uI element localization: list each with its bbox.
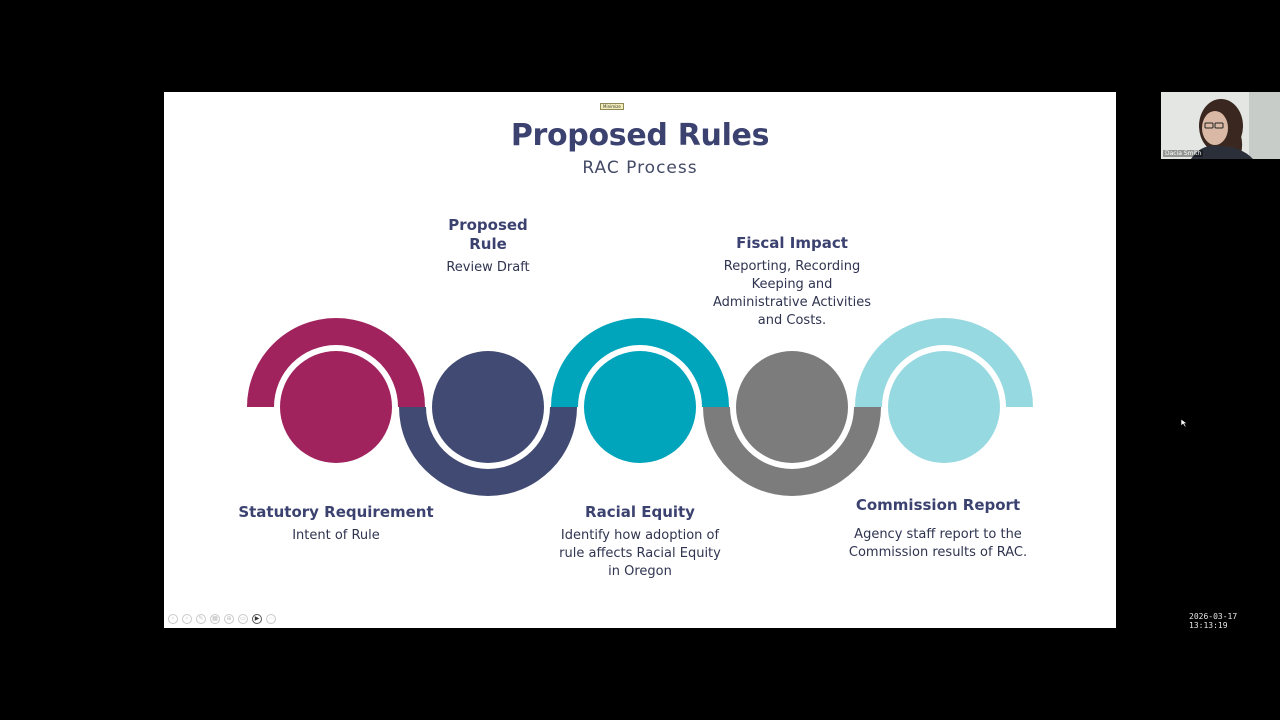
mouse-cursor-icon [1180,418,1188,428]
arc-fiscal-impact [703,407,881,496]
step-heading: Statutory Requirement [238,503,434,521]
slide-subtitle: RAC Process [582,158,698,178]
step-description: Reporting, Recording Keeping and Adminis… [712,259,872,328]
circle-statutory-requirement [280,351,392,463]
grid-icon[interactable]: ▦ [210,614,220,624]
subtitles-icon[interactable]: ▭ [238,614,248,624]
arc-racial-equity [551,318,729,407]
slide-title: Proposed Rules [510,118,770,153]
process-diagram [247,318,1033,496]
step-heading: Commission Report [855,496,1021,514]
timestamp: 2026-03-17 13:13:19 [1189,612,1238,630]
step-description: Identify how adoption of rule affects Ra… [559,528,721,579]
step-heading: Proposed Rule [448,216,528,253]
minimize-button[interactable]: Minimize [600,103,624,110]
arc-proposed-rule [399,407,577,496]
camera-icon[interactable]: ▶ [252,614,262,624]
more-icon[interactable]: ⋯ [266,614,276,624]
step-heading: Racial Equity [585,503,695,521]
presentation-toolbar: ‹ › ✎ ▦ ⊕ ▭ ▶ ⋯ [168,613,276,625]
participant-video [1161,92,1280,159]
arc-statutory-requirement [247,318,425,407]
circle-racial-equity [584,351,696,463]
participant-name: Dacia Smith [1163,150,1204,157]
label-commission-report: Commission Report Agency staff report to… [848,496,1028,562]
circle-fiscal-impact [736,351,848,463]
next-icon[interactable]: › [182,614,192,624]
step-description: Agency staff report to the Commission re… [848,527,1028,560]
label-racial-equity: Racial Equity Identify how adoption of r… [557,503,723,581]
label-fiscal-impact: Fiscal Impact Reporting, Recording Keepi… [708,234,876,330]
circle-commission-report [888,351,1000,463]
label-statutory-requirement: Statutory Requirement Intent of Rule [226,503,446,545]
pen-icon[interactable]: ✎ [196,614,206,624]
circle-proposed-rule [432,351,544,463]
webcam-thumbnail[interactable]: Dacia Smith [1161,92,1280,159]
step-description: Review Draft [446,260,530,275]
step-heading: Fiscal Impact [736,234,848,252]
shared-slide: Minimize Proposed Rules RAC Process Stat… [164,92,1116,628]
step-description: Intent of Rule [292,528,380,543]
previous-icon[interactable]: ‹ [168,614,178,624]
arc-commission-report [855,318,1033,407]
zoom-icon[interactable]: ⊕ [224,614,234,624]
label-proposed-rule: Proposed Rule Review Draft [428,216,548,277]
